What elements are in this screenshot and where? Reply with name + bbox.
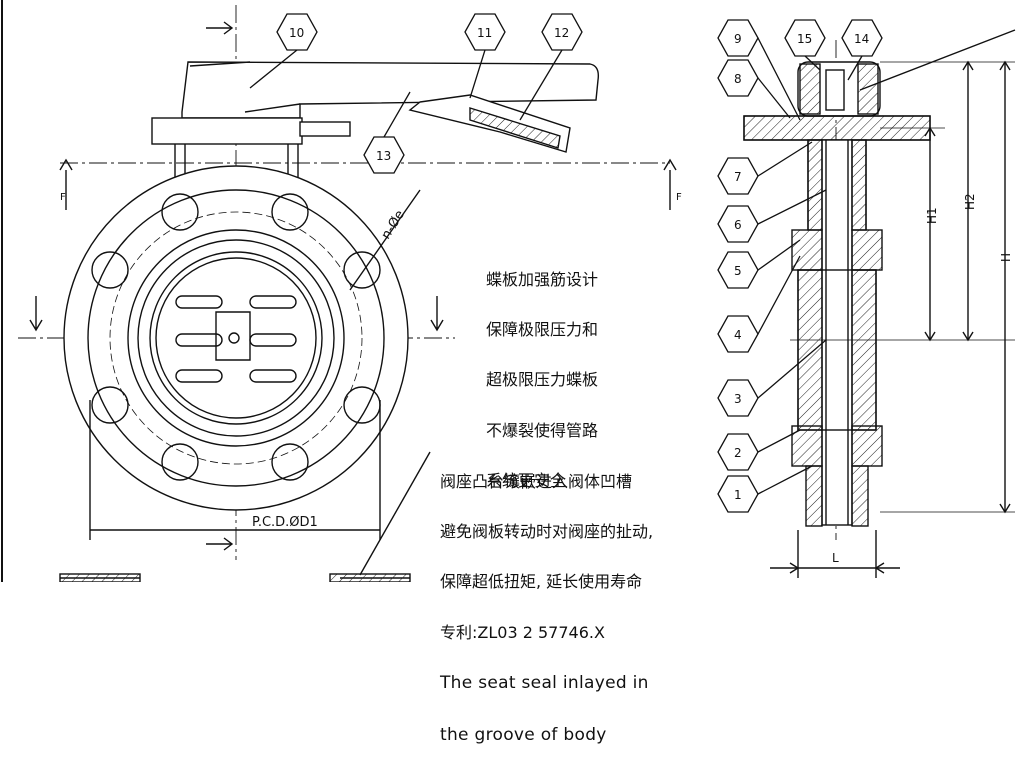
dim-h: H — [999, 253, 1013, 262]
note2-line: 阀座凸台镶嵌进入阀体凹槽 — [440, 471, 633, 491]
callout-5: 5 — [734, 264, 742, 278]
callouts-section — [717, 19, 883, 513]
section-mark-left: F — [60, 192, 66, 203]
callout-15: 15 — [797, 32, 812, 46]
note1-line: 超极限压力蝶板 — [486, 370, 599, 390]
note2-english-line: The seat seal inlayed in — [440, 673, 649, 694]
note-seat-inlay: 阀座凸台镶嵌进入阀体凹槽 避免阀板转动时对阀座的扯动, 保障超低扭矩, 延长使用… — [440, 440, 653, 778]
dim-h2: H2 — [963, 193, 977, 210]
front-view — [18, 5, 677, 583]
pcd-label: P.C.D.ØD1 — [252, 515, 318, 530]
section-view — [743, 29, 1016, 578]
note1-line: 系统更安全 — [486, 471, 567, 491]
note2-line: 专利:ZL03 2 57746.X — [440, 622, 605, 642]
note2-line: 保障超低扭矩, 延长使用寿命 — [440, 572, 643, 592]
callout-3: 3 — [734, 392, 742, 406]
butterfly-valve-drawing: 10 11 12 13 9 15 14 8 7 6 5 4 3 2 1 F F … — [1, 0, 1016, 583]
callout-10: 10 — [289, 26, 304, 40]
callout-1: 1 — [734, 488, 742, 502]
note1-line: 保障极限压力和 — [486, 319, 599, 339]
callout-14: 14 — [854, 32, 869, 46]
note1-line: 蝶板加强筋设计 — [486, 269, 599, 289]
note2-english-line: the groove of body — [440, 724, 607, 745]
callout-7: 7 — [734, 170, 742, 184]
callout-8: 8 — [734, 72, 742, 86]
dim-h1: H1 — [925, 207, 939, 224]
callout-6: 6 — [734, 218, 742, 232]
dim-l: L — [832, 551, 839, 565]
callouts-front — [249, 13, 583, 174]
callout-11: 11 — [477, 26, 492, 40]
callout-2: 2 — [734, 446, 742, 460]
callout-4: 4 — [734, 328, 742, 342]
note1-line: 不爆裂使得管路 — [486, 420, 599, 440]
technical-drawing: 10 11 12 13 9 15 14 8 7 6 5 4 3 2 1 F F … — [1, 0, 1016, 743]
note2-line: 避免阀板转动时对阀座的扯动, — [440, 521, 654, 541]
note-disc-ribs: 蝶板加强筋设计 保障极限压力和 超极限压力蝶板 不爆裂使得管路 系统更安全 — [486, 238, 598, 524]
callout-12: 12 — [554, 26, 569, 40]
callout-9: 9 — [734, 32, 742, 46]
callout-13: 13 — [376, 149, 391, 163]
section-mark-right: F — [676, 192, 682, 203]
